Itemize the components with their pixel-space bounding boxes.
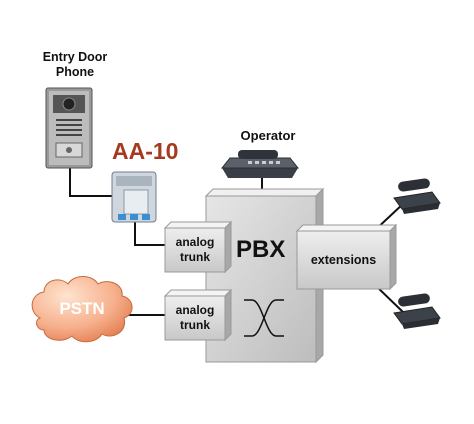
operator-phone-icon [220,150,300,178]
aa10-device-icon [111,171,157,223]
aa10-to-trunk-line [134,222,165,246]
analog-trunk-box-bottom [163,288,233,342]
doorphone-to-aa10-line [69,168,112,197]
analog-trunk-box-top [163,220,233,274]
analog-trunk-bottom-label: analog trunk [175,303,215,332]
entry-door-phone-label: Entry Door Phone [42,50,108,79]
extension-phone-top-icon [393,178,441,214]
aa10-label: AA-10 [112,138,179,164]
pstn-label: PSTN [59,299,105,318]
operator-label: Operator [240,128,296,143]
extensions-box [295,223,398,291]
extensions-label: extensions [310,253,377,267]
analog-trunk-top-label: analog trunk [175,235,215,264]
pstn-cloud-icon [31,276,133,343]
extension-phone-bottom-icon [393,293,441,329]
entry-door-phone-icon [45,87,93,169]
switch-cross-icon [244,299,284,337]
pbx-label: PBX [236,236,286,263]
